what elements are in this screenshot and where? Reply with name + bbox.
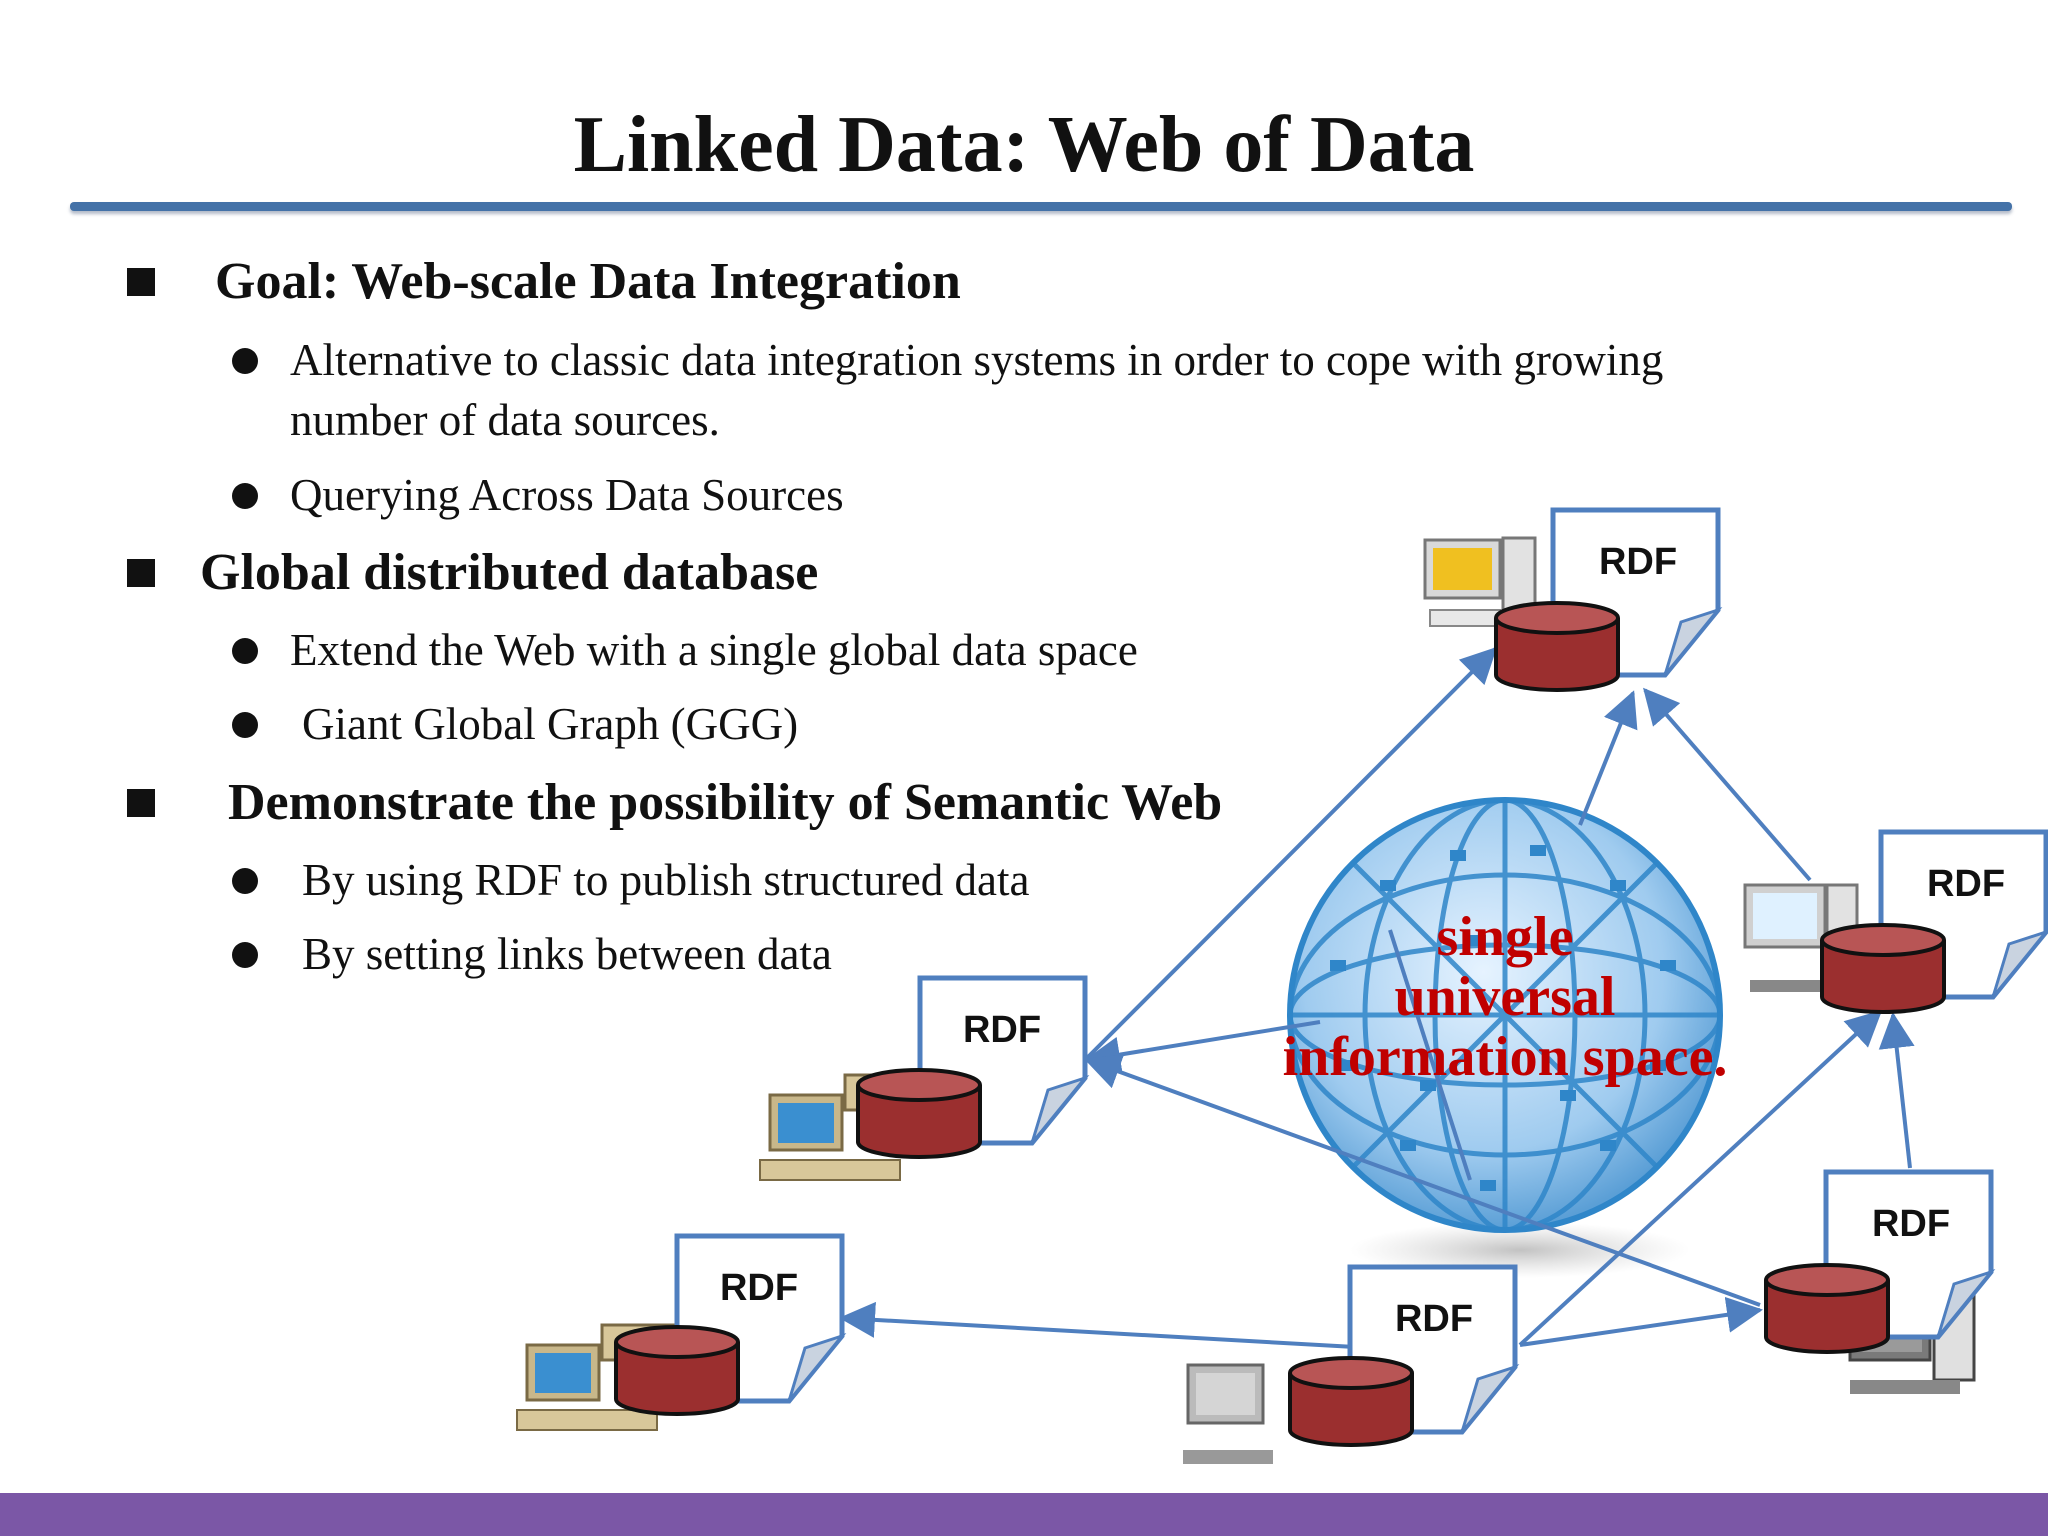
rdf-label: RDF <box>1599 541 1677 583</box>
section-heading-global: Global distributed database <box>127 543 819 603</box>
link-arrows <box>839 646 1915 1349</box>
bullet-item: Extend the Web with a single global data… <box>232 620 1138 680</box>
database-icon <box>856 1068 982 1159</box>
globe-caption-line: universal <box>1395 966 1616 1028</box>
database-icon <box>1288 1356 1414 1447</box>
globe-caption-line: single <box>1437 906 1574 968</box>
bullet-text: By using RDF to publish structured data <box>302 855 1030 905</box>
bullet-text: Giant Global Graph (GGG) <box>302 699 799 749</box>
round-bullet-icon <box>232 638 258 664</box>
section-heading-text: Demonstrate the possibility of Semantic … <box>228 774 1223 831</box>
database-icons <box>614 601 1946 1447</box>
slide-title: Linked Data: Web of Data <box>573 101 1475 189</box>
globe-graphic <box>1287 797 1723 1278</box>
footer-bar <box>0 1493 2048 1536</box>
rdf-label: RDF <box>1395 1298 1473 1340</box>
square-bullet-icon <box>127 789 155 817</box>
bullet-item: Querying Across Data Sources <box>232 465 844 525</box>
round-bullet-icon <box>232 348 258 374</box>
section-heading-text: Global distributed database <box>200 544 819 601</box>
section-heading-semantic: Demonstrate the possibility of Semantic … <box>127 773 1223 833</box>
square-bullet-icon <box>127 559 155 587</box>
bullet-text: Alternative to classic data integration … <box>290 335 1664 385</box>
rdf-label: RDF <box>963 1009 1041 1051</box>
bullet-item: Alternative to classic data integration … <box>232 330 1664 390</box>
round-bullet-icon <box>232 712 258 738</box>
database-icon <box>614 1325 740 1416</box>
bullet-text: By setting links between data <box>302 929 832 979</box>
bullet-text: Querying Across Data Sources <box>290 470 844 520</box>
round-bullet-icon <box>232 868 258 894</box>
bullet-continuation: number of data sources. <box>290 390 720 450</box>
rdf-label: RDF <box>1872 1203 1950 1245</box>
bullet-item: By setting links between data <box>232 924 832 984</box>
title-divider <box>70 202 2012 211</box>
section-heading-text: Goal: Web-scale Data Integration <box>215 253 961 310</box>
computer-icon <box>1183 1363 1273 1464</box>
round-bullet-icon <box>232 942 258 968</box>
square-bullet-icon <box>127 268 155 296</box>
bullet-item: By using RDF to publish structured data <box>232 850 1030 910</box>
round-bullet-icon <box>232 483 258 509</box>
bullet-item: Giant Global Graph (GGG) <box>232 694 799 754</box>
database-icon <box>1494 601 1620 692</box>
database-icon <box>1764 1263 1890 1354</box>
database-icon <box>1820 923 1946 1014</box>
globe-caption: single universal information space. <box>1283 906 1728 1088</box>
section-heading-goal: Goal: Web-scale Data Integration <box>127 252 961 312</box>
bullet-text: number of data sources. <box>290 395 720 445</box>
bullet-text: Extend the Web with a single global data… <box>290 625 1138 675</box>
rdf-label: RDF <box>720 1267 798 1309</box>
globe-caption-line: information space. <box>1283 1026 1728 1088</box>
rdf-label: RDF <box>1927 863 2005 905</box>
